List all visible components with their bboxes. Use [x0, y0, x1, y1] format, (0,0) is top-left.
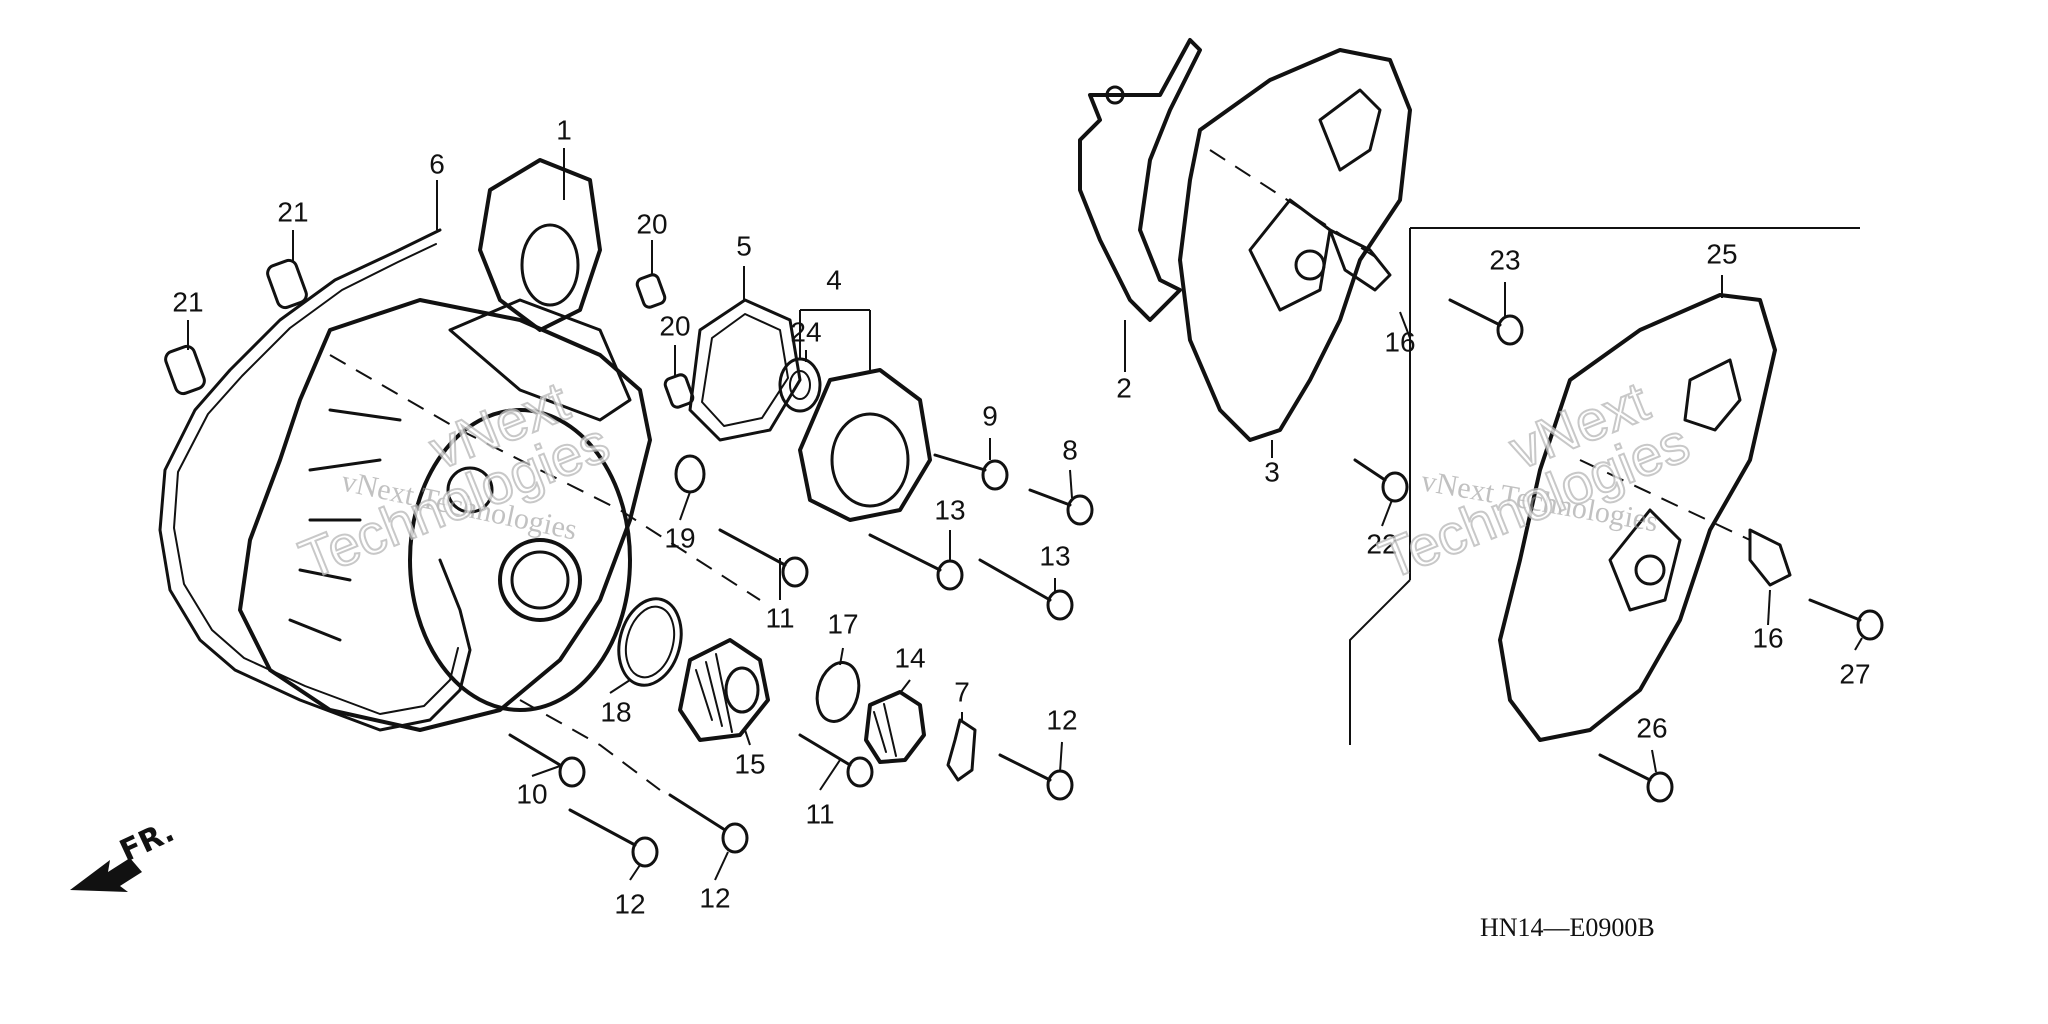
- cable-clamp-16-upper[interactable]: [1328, 228, 1392, 292]
- callout-13-left: 13: [934, 494, 965, 525]
- cover-top-housing: [478, 158, 602, 332]
- callout-20-upper: 20: [636, 208, 667, 239]
- callout-25: 25: [1706, 238, 1737, 269]
- callout-21-lower: 21: [172, 286, 203, 317]
- callout-20-lower: 20: [659, 310, 690, 341]
- bolt-11-upper[interactable]: [718, 528, 809, 588]
- callout-10: 10: [516, 778, 547, 809]
- cover-3[interactable]: [1178, 48, 1412, 442]
- callout-23: 23: [1489, 244, 1520, 275]
- callout-14: 14: [894, 642, 925, 673]
- callout-13-right: 13: [1039, 540, 1070, 571]
- cover-center-hole-inner: [510, 550, 570, 610]
- callout-12-middle: 12: [699, 882, 730, 913]
- callout-15: 15: [734, 748, 765, 779]
- bolt-12-b[interactable]: [668, 793, 749, 854]
- cover-round-housing: [408, 408, 632, 712]
- hole-cap-small[interactable]: [864, 690, 926, 764]
- diagram-code: HN14—E0900B: [1480, 913, 1655, 942]
- callout-16-upper: 16: [1384, 326, 1415, 357]
- callout-17: 17: [827, 608, 858, 639]
- sprocket-cover-25[interactable]: [1498, 293, 1777, 742]
- bolt-8[interactable]: [1028, 488, 1094, 526]
- bolt-10[interactable]: [508, 733, 586, 788]
- callout-11-upper: 11: [765, 602, 794, 633]
- cable-clamp-16-lower[interactable]: [1748, 528, 1792, 587]
- cover-body: [238, 298, 652, 732]
- cover-top-port: [520, 223, 580, 307]
- bolt-22[interactable]: [1353, 458, 1409, 503]
- callout-18: 18: [600, 696, 631, 727]
- callout-3: 3: [1264, 456, 1280, 487]
- cover-top-flange: [448, 298, 632, 422]
- callout-22: 22: [1366, 528, 1397, 559]
- direction-label: FR.: [115, 814, 180, 869]
- bolt-12-a[interactable]: [568, 808, 659, 868]
- cable-clamp-7[interactable]: [946, 718, 977, 782]
- cover-small-boss: [446, 466, 494, 514]
- bolt-9[interactable]: [933, 453, 1009, 491]
- cover-ribs: [288, 408, 402, 642]
- callout-8: 8: [1062, 434, 1078, 465]
- dowel-pin-left-upper[interactable]: [265, 258, 308, 310]
- bolt-26[interactable]: [1598, 753, 1674, 803]
- bolts: [508, 298, 1884, 868]
- bolt-13-right[interactable]: [978, 558, 1074, 621]
- callout-11-lower: 11: [805, 798, 834, 829]
- cover-gasket-inner: [173, 243, 459, 715]
- leader-lines: [187, 148, 1863, 881]
- cover-gasket-outline: [158, 228, 472, 732]
- bolt-13-left[interactable]: [868, 533, 964, 591]
- callout-21-upper: 21: [277, 196, 308, 227]
- bracket-2[interactable]: [1078, 38, 1202, 322]
- callout-1: 1: [556, 114, 572, 145]
- oil-seal[interactable]: [674, 454, 706, 494]
- callout-numbers: 1 2 3 4 5 6 7 8 9 10 11 11 12 12 12 13 1…: [172, 114, 1870, 919]
- callout-7: 7: [954, 676, 970, 707]
- water-pump-gasket[interactable]: [688, 298, 802, 442]
- dowel-pin-left-lower[interactable]: [163, 344, 206, 396]
- bolt-23[interactable]: [1448, 298, 1524, 346]
- bearing[interactable]: [778, 357, 822, 413]
- dowel-pin-20-lower[interactable]: [663, 373, 695, 409]
- callout-27: 27: [1839, 658, 1870, 689]
- callout-26: 26: [1636, 712, 1667, 743]
- water-pump-cover[interactable]: [798, 368, 932, 522]
- bolt-11-lower[interactable]: [798, 733, 874, 788]
- dowel-pin-20-upper[interactable]: [635, 273, 667, 309]
- callout-9: 9: [982, 400, 998, 431]
- arrow-left-icon: [70, 858, 142, 892]
- bolt-27[interactable]: [1808, 598, 1884, 641]
- callout-16-lower: 16: [1752, 622, 1783, 653]
- callout-6: 6: [429, 148, 445, 179]
- callout-4: 4: [826, 264, 842, 295]
- callout-19: 19: [664, 522, 695, 553]
- o-ring-small[interactable]: [811, 658, 865, 726]
- callout-2: 2: [1116, 372, 1132, 403]
- assembly-boundary-line: [1349, 227, 1860, 745]
- front-direction-arrow: FR.: [70, 814, 180, 892]
- o-ring-large[interactable]: [610, 592, 691, 693]
- callout-24: 24: [790, 316, 821, 347]
- cover-center-hole: [498, 538, 582, 622]
- timing-hole-cap[interactable]: [678, 638, 770, 742]
- left-crankcase-cover[interactable]: [158, 158, 652, 732]
- callout-12-left: 12: [614, 888, 645, 919]
- callout-12-right: 12: [1046, 704, 1077, 735]
- callout-5: 5: [736, 230, 752, 261]
